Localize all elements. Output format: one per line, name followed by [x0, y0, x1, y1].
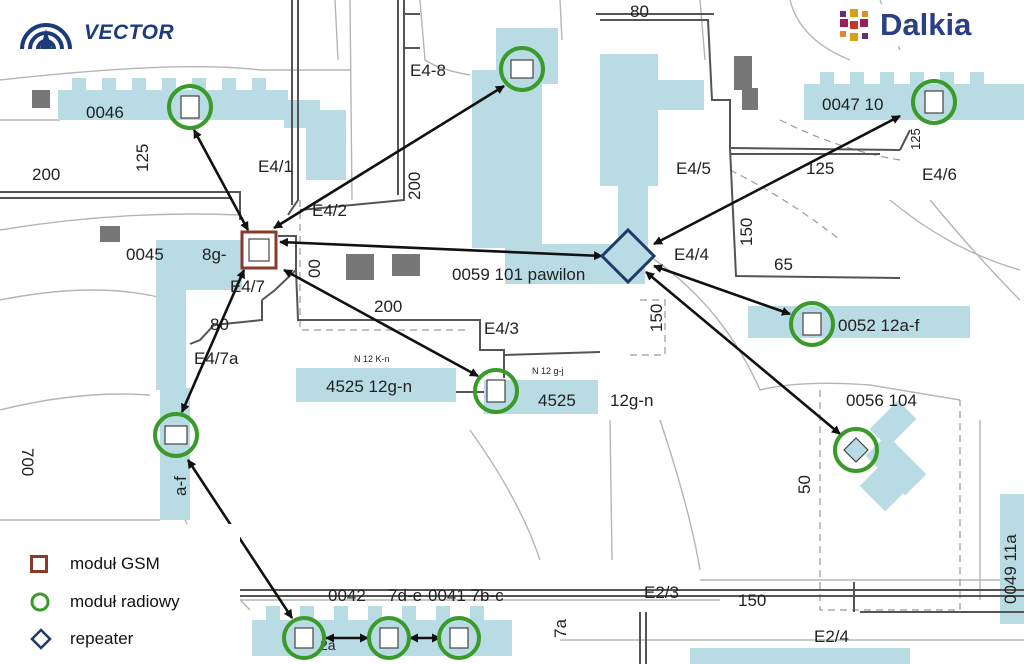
label-af: a-f	[171, 476, 190, 496]
label-80-top: 80	[630, 2, 649, 21]
radio-node-af	[153, 412, 199, 458]
label-n12gj: N 12 g-j	[532, 366, 564, 376]
label-e2-4: E2/4	[814, 627, 849, 646]
label-12gn: 12g-n	[610, 391, 653, 410]
radio-circle-icon	[30, 592, 50, 612]
label-0049: 0049 11a	[1001, 534, 1020, 604]
label-e4-7a: E4/7a	[194, 349, 239, 368]
radio-node-0052	[789, 301, 835, 347]
radio-node-0042	[282, 616, 326, 660]
label-150-right: 150	[737, 218, 756, 246]
label-200-left: 200	[32, 165, 60, 184]
gsm-square-icon	[30, 555, 48, 573]
label-7a: 7a	[551, 619, 570, 638]
label-e4-6: E4/6	[922, 165, 957, 184]
link-gsm-north	[273, 84, 505, 230]
dalkia-logo-icon	[840, 9, 868, 41]
label-e2-3: E2/3	[644, 583, 679, 602]
link-repeater-0047	[653, 114, 901, 246]
label-0052: 0052 12a-f	[838, 316, 920, 335]
repeater-node	[599, 227, 657, 285]
radio-node-7de	[367, 616, 411, 660]
legend-item-gsm: moduł GSM	[30, 554, 160, 574]
label-200-vertical: 200	[405, 172, 424, 200]
link-gsm-4525	[283, 268, 479, 378]
dalkia-logo: Dalkia	[834, 4, 1020, 46]
nodes	[153, 46, 957, 660]
label-4525-a: 4525 12g-n	[326, 377, 412, 396]
label-50: 50	[795, 475, 814, 494]
vector-logo-icon	[20, 23, 72, 50]
label-n12kn: N 12 K-n	[354, 354, 390, 364]
label-0046: 0046	[86, 103, 124, 122]
label-700: 700	[18, 448, 37, 476]
link-repeater-0056	[645, 271, 841, 435]
label-e4-8: E4-8	[410, 61, 446, 80]
link-repeater-0052	[653, 264, 791, 316]
vector-logo-text: VECTOR	[84, 21, 175, 44]
gsm-module-node	[240, 230, 278, 270]
radio-node-north	[499, 46, 545, 92]
legend-label-gsm: moduł GSM	[70, 554, 160, 573]
link-gsm-repeater	[279, 237, 603, 261]
legend-item-repeater: repeater	[30, 628, 133, 650]
legend: moduł GSM moduł radiowy repeater	[0, 524, 240, 664]
label-e4-3: E4/3	[484, 319, 519, 338]
label-0045: 0045	[126, 245, 164, 264]
radio-node-4525	[473, 368, 519, 414]
link-af-0042	[186, 459, 294, 619]
vector-logo: VECTOR	[16, 8, 216, 58]
dalkia-logo-text: Dalkia	[880, 7, 972, 42]
label-200-mid: 200	[374, 297, 402, 316]
label-7de: 7d-e	[388, 586, 422, 605]
label-4525-b: 4525	[538, 391, 576, 410]
label-0056: 0056 104	[846, 391, 917, 410]
label-8g: 8g-	[202, 245, 227, 264]
repeater-diamond-icon	[30, 628, 52, 650]
radio-node-0047	[911, 79, 957, 125]
legend-label-repeater: repeater	[70, 629, 134, 648]
label-125-left: 125	[133, 144, 152, 172]
label-e4-4: E4/4	[674, 245, 709, 264]
label-65: 65	[774, 255, 793, 274]
label-0047: 0047 10	[822, 95, 883, 114]
label-125-small: 125	[908, 128, 923, 150]
label-0041: 0041 7b-c	[428, 586, 504, 605]
radio-node-0041	[437, 616, 481, 660]
legend-item-radio: moduł radiowy	[30, 592, 180, 612]
label-150-mid: 150	[647, 304, 666, 332]
label-0059: 0059 101 pawilon	[452, 265, 585, 284]
label-e4-2: E4/2	[312, 201, 347, 220]
radio-node-0056	[833, 427, 879, 473]
label-00: 00	[305, 259, 324, 278]
link-0046-gsm	[192, 129, 250, 231]
label-e4-5: E4/5	[676, 159, 711, 178]
link-gsm-af	[180, 269, 246, 413]
legend-label-radio: moduł radiowy	[70, 592, 180, 611]
label-e4-1: E4/1	[258, 157, 293, 176]
radio-node-0046	[167, 84, 213, 130]
label-150-bottom: 150	[738, 591, 766, 610]
label-0042: 0042	[328, 586, 366, 605]
links	[180, 84, 901, 643]
